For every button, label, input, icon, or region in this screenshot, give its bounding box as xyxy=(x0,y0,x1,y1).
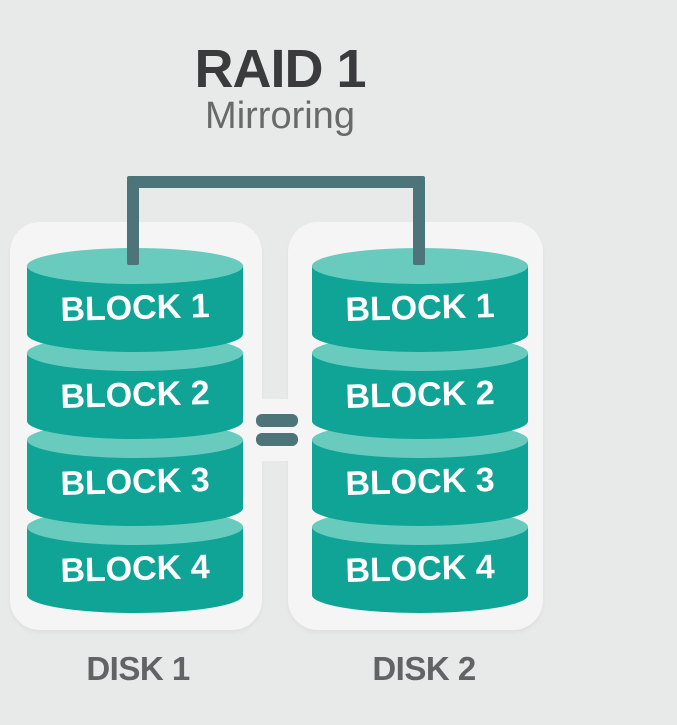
block-label: BLOCK 2 xyxy=(59,374,211,416)
block-label: BLOCK 1 xyxy=(59,287,211,329)
equals-bridge xyxy=(249,399,305,461)
mirror-connector-leg-left xyxy=(127,176,139,265)
disk1-stack: BLOCK 1 BLOCK 2 BLOCK 3 BLOCK 4 xyxy=(27,248,243,618)
mirror-connector-bar xyxy=(127,176,425,188)
block-label: BLOCK 4 xyxy=(344,548,496,590)
block-label: BLOCK 4 xyxy=(59,548,211,590)
disk2-block2-cylinder: BLOCK 2 xyxy=(312,335,528,439)
page-subtitle: Mirroring xyxy=(205,95,355,137)
disk2-block1-cylinder: BLOCK 1 xyxy=(312,248,528,352)
equals-icon xyxy=(256,433,298,446)
disk1-label: DISK 1 xyxy=(86,650,190,687)
block-label: BLOCK 3 xyxy=(59,461,211,503)
block-label: BLOCK 3 xyxy=(344,461,496,503)
disk2-label: DISK 2 xyxy=(372,650,476,687)
mirror-connector-leg-right xyxy=(413,176,425,265)
disk2-stack: BLOCK 1 BLOCK 2 BLOCK 3 BLOCK 4 xyxy=(312,248,528,618)
equals-icon xyxy=(256,414,298,427)
page-title: RAID 1 xyxy=(194,39,366,99)
block-label: BLOCK 2 xyxy=(344,374,496,416)
block-label: BLOCK 1 xyxy=(344,287,496,329)
